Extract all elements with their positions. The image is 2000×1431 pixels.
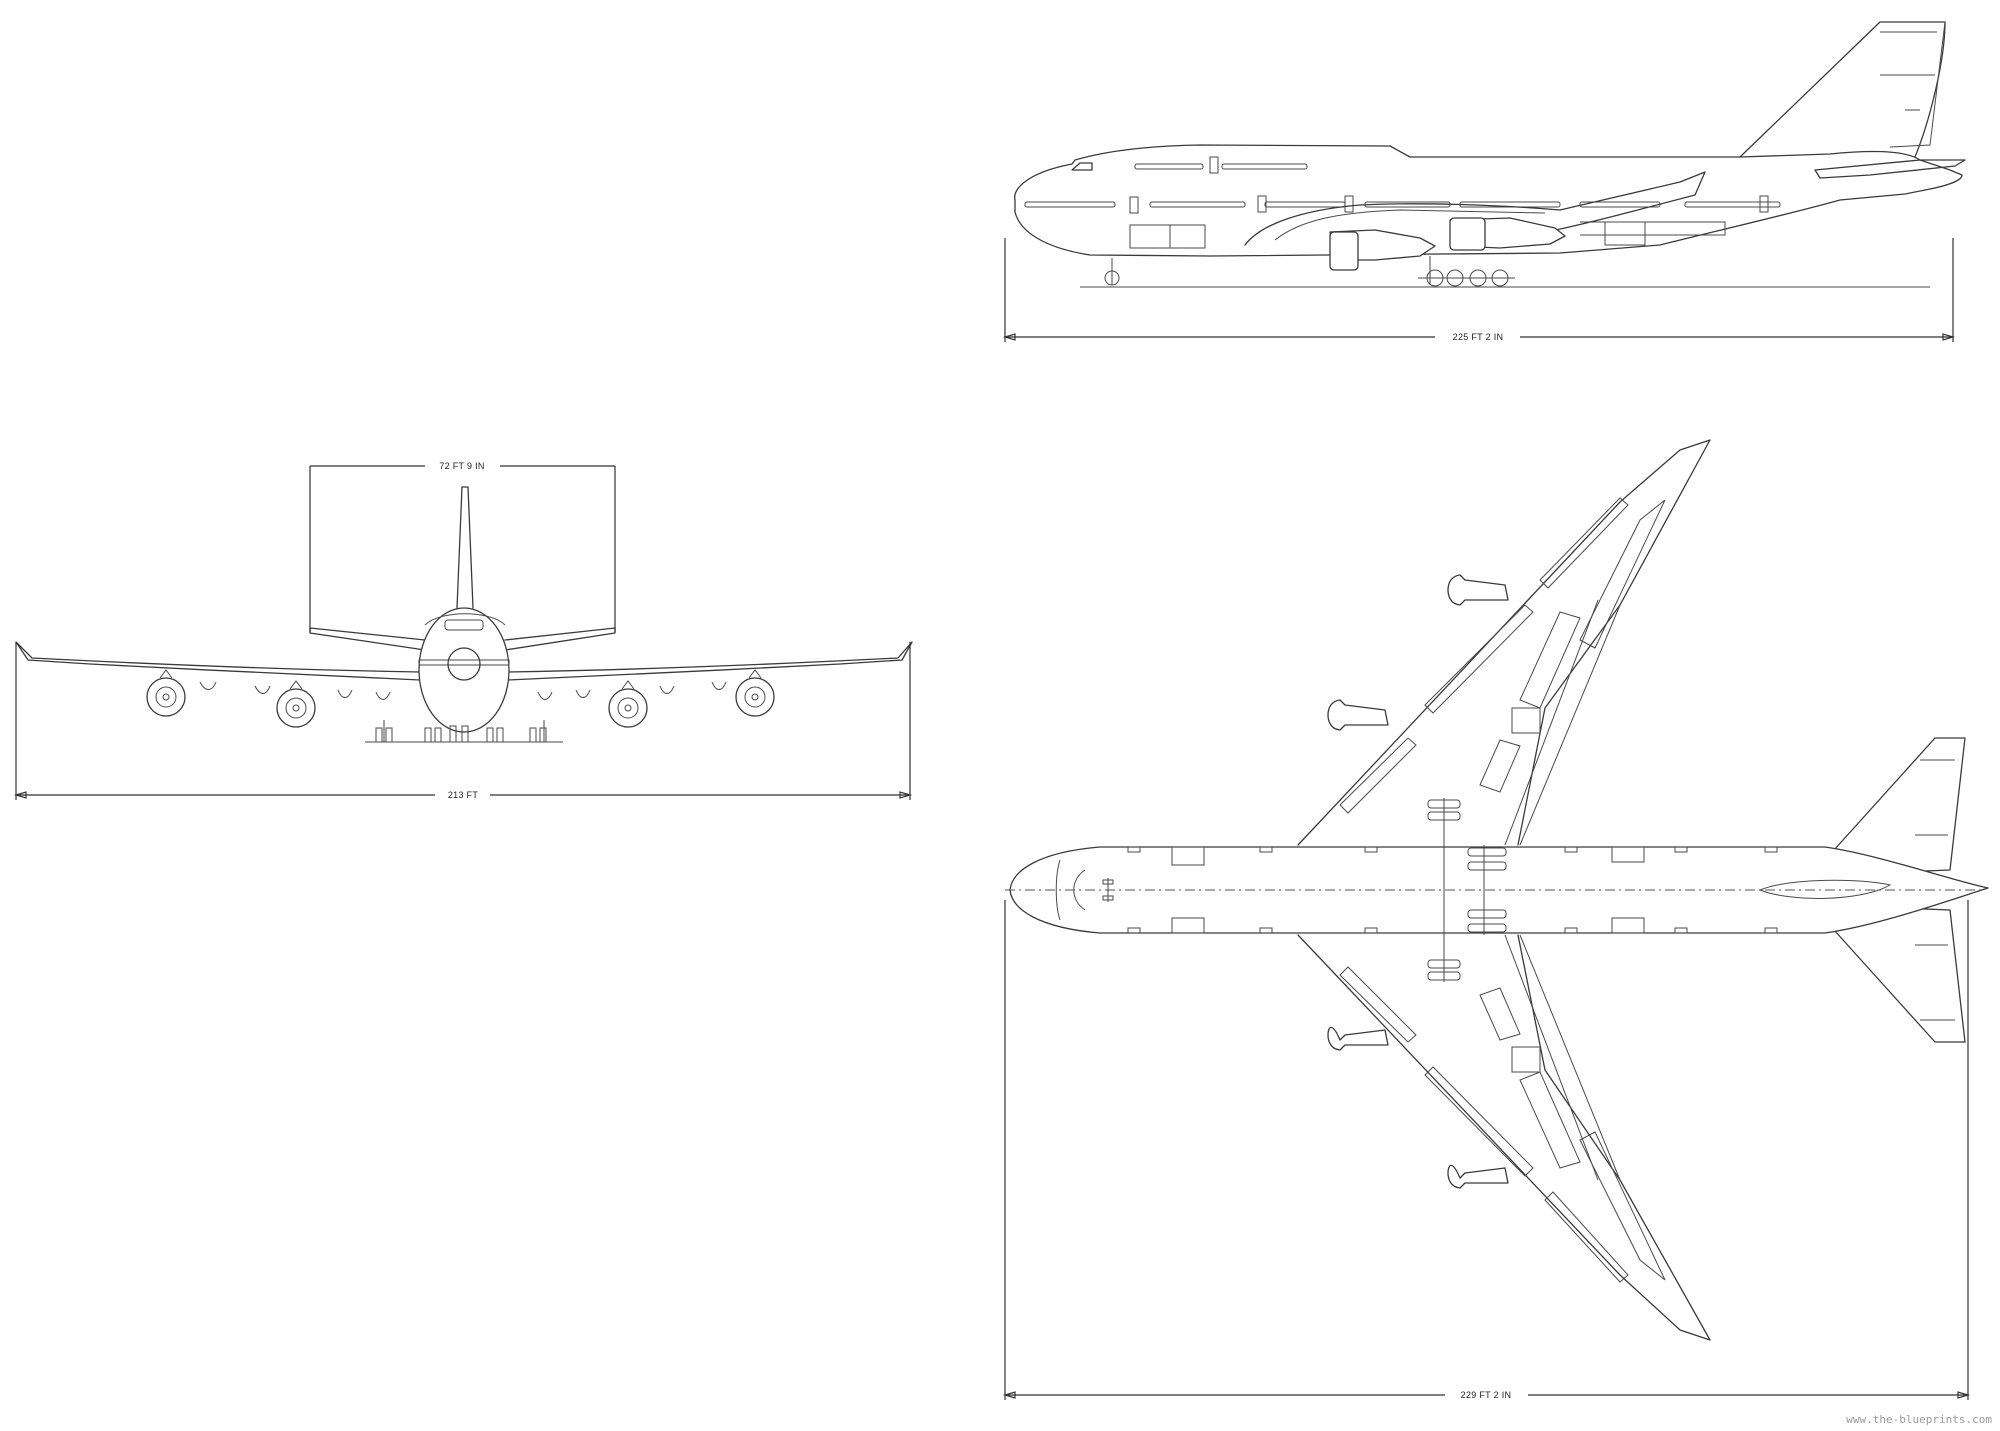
top-view-landing-gear [1102,798,1507,982]
side-view-cockpit-window [1071,162,1093,171]
side-view-upper-windows [1134,156,1308,174]
front-view-vertical-tail [456,486,474,609]
front-view-right-wing [507,641,913,681]
top-view-length-dimension: 229 FT 2 IN [1002,900,1971,1400]
side-view-vertical-tail [1739,21,1946,158]
front-view-span-label: 213 FT [448,790,479,800]
top-view-engines [1327,574,1509,1189]
front-view: 72 FT 9 IN 213 FT [13,461,913,800]
top-view-lower-wing [1297,934,1711,1341]
top-view-length-label: 229 FT 2 IN [1461,1390,1512,1400]
front-view-fuselage [418,607,510,733]
front-view-span-dimension: 213 FT [13,642,913,800]
front-view-height-label: 72 FT 9 IN [439,461,484,471]
side-view-length-label: 225 FT 2 IN [1453,332,1504,342]
side-view-engines [1329,217,1566,271]
watermark: www.the-blueprints.com [1846,1413,1992,1426]
front-view-left-wing [15,641,421,681]
side-view: 225 FT 2 IN [1002,21,1966,342]
front-view-cockpit-window [444,619,484,631]
top-view-upper-wing [1297,439,1711,846]
front-view-height-dimension: 72 FT 9 IN [309,461,616,632]
side-view-length-dimension: 225 FT 2 IN [1002,238,1956,342]
side-view-landing-gear [1104,256,1515,287]
side-view-horizontal-stabilizer [1814,159,1966,179]
top-view-upper-stabilizer [1824,737,1966,873]
front-view-engines [146,669,775,728]
top-view-lower-stabilizer [1824,907,1966,1043]
side-view-fuselage [1014,144,1963,257]
top-view: 229 FT 2 IN [1002,439,1989,1400]
front-view-landing-gear [365,720,563,743]
